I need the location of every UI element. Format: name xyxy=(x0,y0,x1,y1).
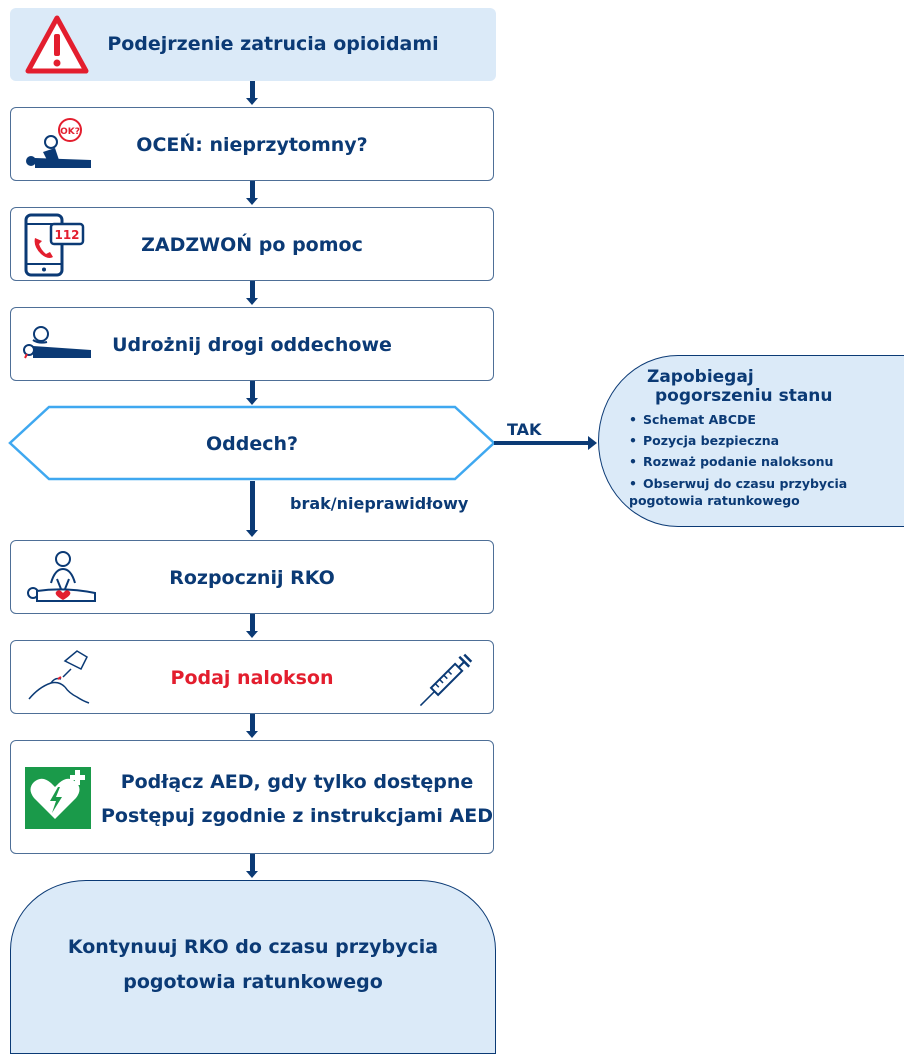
arrowhead-3 xyxy=(246,298,258,305)
arrow-6 xyxy=(250,714,255,731)
person-lying-check-icon: OK? xyxy=(26,118,91,168)
step-continue-label-1: Kontynuuj RKO do czasu przybycia xyxy=(67,936,439,958)
step-suspicion-label: Podejrzenie zatrucia opioidami xyxy=(107,33,439,55)
prevent-item: Rozważ podanie naloksonu xyxy=(629,451,847,472)
prevent-item-continued: pogotowia ratunkowego xyxy=(629,493,800,508)
step-naloxone-label: Podaj nalokson xyxy=(170,667,334,689)
step-airway: Udrożnij drogi oddechowe xyxy=(10,307,494,381)
step-assess-label: OCEŃ: nieprzytomny? xyxy=(136,134,368,156)
arrow-4 xyxy=(250,381,255,398)
arrow-7 xyxy=(250,854,255,871)
arrow-no xyxy=(250,481,255,531)
step-call: 112 ZADZWOŃ po pomoc xyxy=(10,207,494,281)
step-assess: OK? OCEŃ: nieprzytomny? xyxy=(10,107,494,181)
ok-bubble-text: OK? xyxy=(60,127,80,137)
prevent-title: Zapobiegaj pogorszeniu stanu xyxy=(647,368,833,406)
syringe-icon xyxy=(419,653,473,707)
phone-number-text: 112 xyxy=(54,228,79,242)
step-naloxone: Podaj nalokson xyxy=(10,640,494,714)
step-airway-label: Udrożnij drogi oddechowe xyxy=(112,334,392,356)
branch-yes-label: TAK xyxy=(507,420,542,439)
decision-breathing-label: Oddech? xyxy=(205,433,299,455)
prevent-title-line2: pogorszeniu stanu xyxy=(655,386,833,406)
warning-icon xyxy=(25,15,89,74)
prevent-item: Pozycja bezpieczna xyxy=(629,430,847,451)
arrowhead-1 xyxy=(246,98,258,105)
arrow-2 xyxy=(250,181,255,198)
arrowhead-6 xyxy=(246,731,258,738)
cpr-icon xyxy=(27,551,96,602)
branch-no-label: brak/nieprawidłowy xyxy=(290,494,469,513)
airway-tilt-icon xyxy=(23,326,91,359)
step-aed-label-2: Postępuj zgodnie z instrukcjami AED xyxy=(101,805,493,827)
nasal-spray-icon xyxy=(28,650,90,704)
arrow-yes xyxy=(494,441,588,445)
arrowhead-no xyxy=(246,530,258,537)
step-aed: Podłącz AED, gdy tylko dostępne Postępuj… xyxy=(10,740,494,854)
decision-breathing-shape xyxy=(8,405,496,481)
prevent-panel: Zapobiegaj pogorszeniu stanu Schemat ABC… xyxy=(598,355,904,527)
arrowhead-2 xyxy=(246,198,258,205)
arrow-1 xyxy=(250,81,255,98)
arrowhead-yes xyxy=(588,436,597,450)
prevent-item: Schemat ABCDE xyxy=(629,409,847,430)
prevent-title-line1: Zapobiegaj xyxy=(647,367,754,387)
arrow-5 xyxy=(250,614,255,631)
step-suspicion: Podejrzenie zatrucia opioidami xyxy=(10,8,496,81)
phone-112-icon: 112 xyxy=(24,213,85,277)
arrowhead-5 xyxy=(246,631,258,638)
step-cpr: Rozpocznij RKO xyxy=(10,540,494,614)
step-aed-label-1: Podłącz AED, gdy tylko dostępne xyxy=(120,771,474,793)
step-continue: Kontynuuj RKO do czasu przybycia pogotow… xyxy=(10,880,496,1054)
step-cpr-label: Rozpocznij RKO xyxy=(169,567,335,589)
aed-icon xyxy=(25,767,91,829)
step-continue-label-2: pogotowia ratunkowego xyxy=(123,971,383,993)
prevent-list: Schemat ABCDE Pozycja bezpieczna Rozważ … xyxy=(629,409,847,509)
decision-breathing: Oddech? xyxy=(10,405,494,481)
arrowhead-4 xyxy=(246,398,258,405)
step-call-label: ZADZWOŃ po pomoc xyxy=(141,234,363,256)
arrowhead-7 xyxy=(246,871,258,878)
prevent-item: Obserwuj do czasu przybycia xyxy=(629,472,847,492)
arrow-3 xyxy=(250,281,255,298)
